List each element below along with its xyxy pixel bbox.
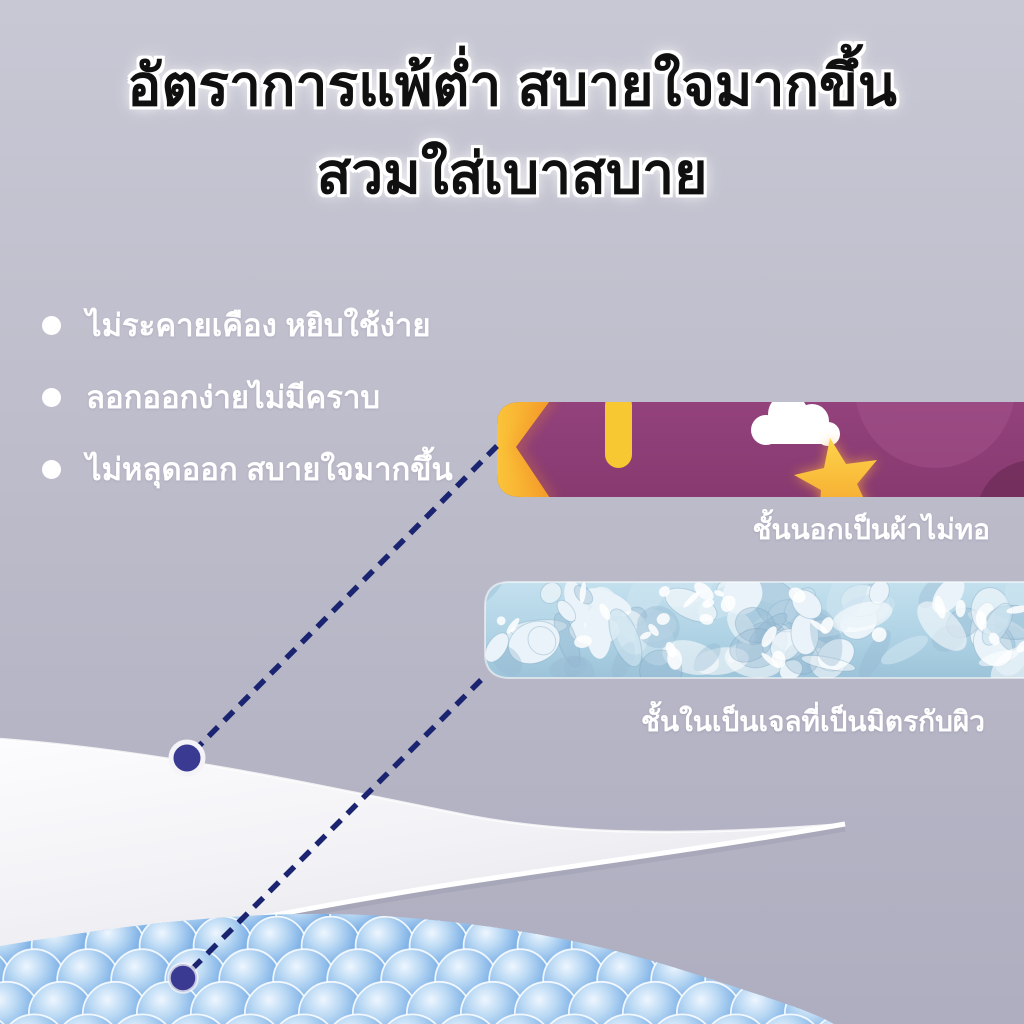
bullet-dot-icon bbox=[42, 315, 61, 335]
callout-line-outer bbox=[194, 444, 499, 751]
fabric-pattern-circle bbox=[855, 402, 1015, 468]
feature-item: ไม่หลุดออก สบายใจมากขึ้น bbox=[42, 446, 453, 492]
fabric-pattern-circle-dark bbox=[976, 460, 1024, 497]
feature-text: ลอกออกง่ายไม่มีคราบ bbox=[86, 380, 381, 415]
title-line-2: สวมใส่เบาสบาย bbox=[316, 142, 708, 206]
feature-text: ไม่หลุดออก สบายใจมากขึ้น bbox=[86, 452, 453, 487]
inner-layer-label: ชั้นในเป็นเจลที่เป็นมิตรกับผิว bbox=[640, 706, 985, 737]
feature-text: ไม่ระคายเคือง หยิบใช้ง่าย bbox=[86, 308, 431, 343]
fabric-pattern-drip bbox=[605, 402, 632, 468]
bullet-dot-icon bbox=[42, 387, 61, 407]
callout-lines bbox=[167, 444, 499, 994]
feature-item: ลอกออกง่ายไม่มีคราบ bbox=[42, 374, 453, 420]
feature-item: ไม่ระคายเคือง หยิบใช้ง่าย bbox=[42, 302, 453, 348]
inner-gel-strip bbox=[484, 581, 1024, 679]
bullet-dot-icon bbox=[42, 459, 61, 479]
fabric-pattern-star-icon bbox=[794, 438, 877, 497]
callout-dot-sheet bbox=[168, 739, 206, 777]
fabric-pattern-moon bbox=[497, 402, 552, 497]
fabric-pattern-cloud-icon bbox=[751, 402, 840, 446]
outer-layer-label: ชั้นนอกเป็นผ้าไม่ทอ bbox=[752, 514, 990, 545]
callout-dot-beads bbox=[167, 962, 199, 994]
callout-line-inner bbox=[188, 678, 483, 973]
outer-fabric-strip bbox=[497, 402, 1024, 497]
feature-list: ไม่ระคายเคือง หยิบใช้ง่าย ลอกออกง่ายไม่ม… bbox=[42, 302, 453, 518]
title-line-1: อัตราการแพ้ต่ำ สบายใจมากขึ้น bbox=[127, 54, 897, 118]
page-title: อัตราการแพ้ต่ำ สบายใจมากขึ้น สวมใส่เบาสบ… bbox=[0, 42, 1024, 218]
